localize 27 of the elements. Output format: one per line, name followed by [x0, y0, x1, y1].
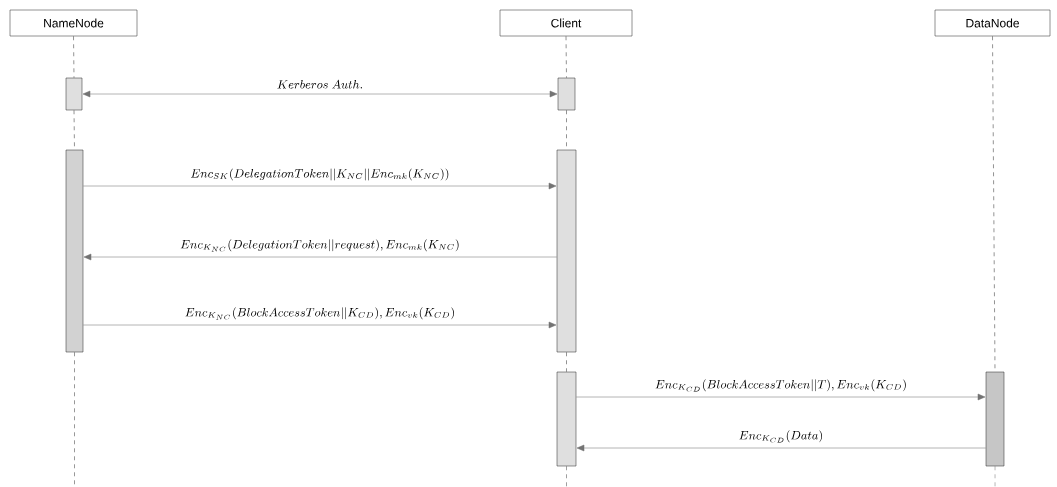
activation-bar — [985, 371, 1005, 467]
lifeline — [73, 36, 75, 78]
activation-bar — [557, 77, 576, 111]
message-arrow — [83, 182, 557, 190]
activation-bar — [556, 371, 577, 467]
lifeline — [566, 352, 567, 372]
message-arrow — [82, 90, 558, 98]
activation-bar — [556, 149, 577, 353]
lifeline — [73, 110, 75, 150]
activation-bar — [65, 149, 84, 353]
edge-label: $Enc_{K_{CD}}(Data)$ — [737, 428, 825, 444]
message-arrow — [576, 393, 986, 401]
lifeline — [992, 36, 996, 372]
lifeline — [565, 36, 567, 78]
edge-label: $Enc_{K_{CD}}(BlockAccessToken||T),Enc_{vk}(K_{CD})$ — [653, 377, 909, 393]
edge-label: $Enc_{K_{NC}}(BlockAccessToken||K_{CD}),Enc_{vk}(K_{CD})$ — [183, 305, 457, 321]
edge-label: $Enc_{SK}(DelegationToken||K_{NC}||Enc_{mk}(K_{NC}))$ — [189, 167, 451, 182]
lifeline — [566, 110, 567, 150]
edge-label: $Kerberos\ Auth.$ — [275, 78, 365, 90]
participant-box: NameNode — [9, 9, 138, 37]
participant-box: DataNode — [934, 9, 1051, 37]
edge-label: $Enc_{K_{NC}}(DelegationToken||request),Enc_{mk}(K_{NC})$ — [178, 237, 462, 253]
message-arrow — [576, 444, 986, 452]
message-arrow — [83, 253, 557, 261]
participant-box: Client — [499, 9, 633, 37]
message-arrow — [83, 321, 557, 329]
activation-bar — [65, 77, 83, 111]
